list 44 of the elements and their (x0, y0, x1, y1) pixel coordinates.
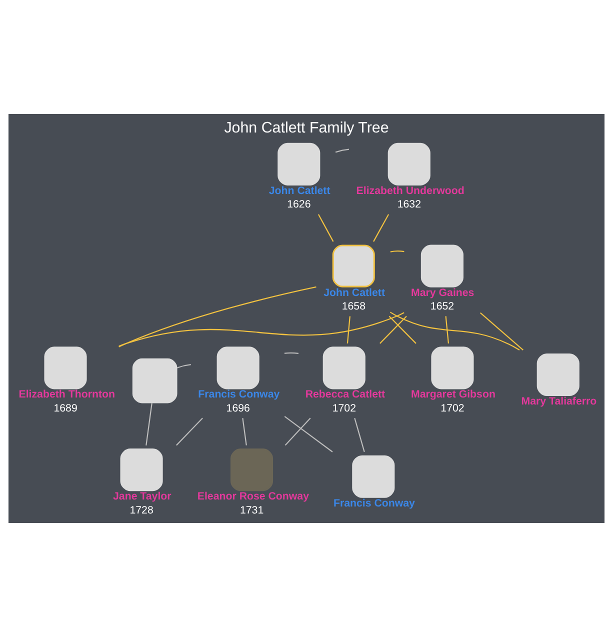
connector (445, 316, 450, 343)
connector (380, 315, 407, 344)
connector (335, 148, 350, 152)
connector (284, 352, 299, 354)
connector (242, 418, 247, 445)
connector (480, 312, 524, 350)
node-label: 1689 (54, 402, 78, 414)
node-label: Rebecca Catlett (305, 388, 386, 400)
connector (318, 214, 334, 242)
connector (284, 417, 311, 446)
node-label: Elizabeth Thornton (18, 388, 115, 400)
connector (118, 286, 316, 347)
connector (390, 250, 404, 252)
node-label: 1626 (287, 198, 311, 210)
node-label: John Catlett (324, 286, 385, 298)
connector (346, 316, 350, 343)
node-label: 1696 (226, 402, 250, 414)
node-label: John Catlett (268, 184, 330, 196)
diagram-title: John Catlett Family Tree (224, 118, 389, 136)
node-label: Francis Conway (333, 496, 415, 509)
node-label: Francis Conway (198, 388, 280, 400)
node-label: 1728 (130, 504, 154, 516)
node-label: Eleanor Rose Conway (197, 490, 309, 502)
node-label: 1632 (397, 198, 421, 210)
node-label: Jane Taylor (113, 490, 172, 502)
node-label: Margaret Gibson (411, 388, 496, 400)
connector (118, 312, 404, 346)
node-label: 1731 (240, 504, 264, 516)
connector (373, 214, 390, 242)
connector (176, 364, 191, 368)
connector (176, 417, 203, 446)
node-label: 1658 (342, 300, 366, 312)
node-label: Mary Gaines (411, 286, 474, 298)
node-label: 1702 (332, 402, 356, 414)
connector (390, 311, 520, 350)
node-box (132, 358, 178, 403)
node-label: 1702 (440, 402, 464, 414)
connector (354, 417, 365, 452)
node-label: Elizabeth Underwood (356, 184, 464, 196)
node-label: 1652 (430, 300, 454, 312)
connector (146, 402, 152, 446)
connector (388, 315, 416, 344)
node-label: Mary Taliaferro (521, 395, 597, 408)
connector (284, 415, 333, 452)
